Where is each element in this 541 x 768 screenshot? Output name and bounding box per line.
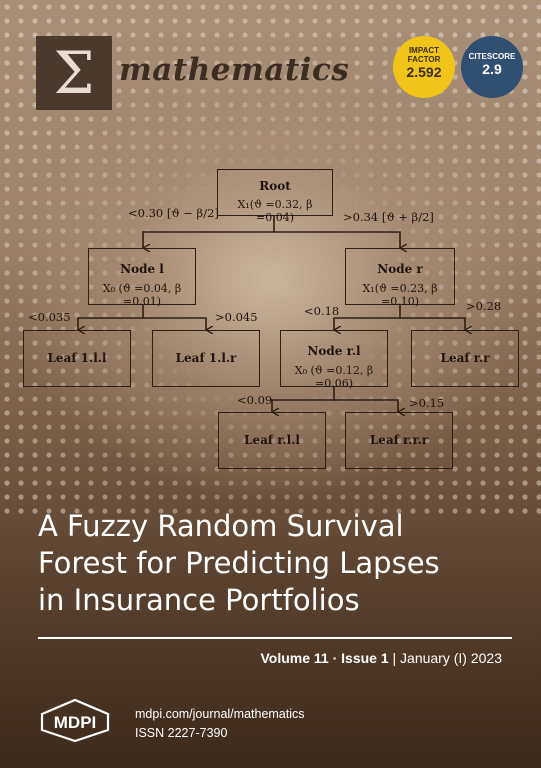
leaf-label: Leaf 1.l.l [47,351,107,365]
node-name: Root [259,179,291,193]
edge-label-r-right: >0.28 [466,299,502,313]
leaf-label: Leaf r.r.r [369,433,429,447]
issue-info: Volume 11 · Issue 1 | January (I) 2023 [260,650,502,666]
issn: ISSN 2227-7390 [135,726,228,740]
title-divider [38,637,512,639]
issue-separator: · [328,650,342,666]
impact-factor-label: IMPACT [408,46,440,55]
node-name: Node r.l [307,344,361,358]
tree-leaf-1ll: Leaf 1.l.l [23,330,131,387]
journal-url[interactable]: mdpi.com/journal/mathematics [135,707,305,721]
edge-label-root-right: >0.34 [ϑ + β/2] [343,210,434,224]
citescore-badge: CITESCORE 2.9 [461,36,523,98]
node-params: X₀ (ϑ =0.04, β =0.01) [102,282,182,308]
journal-logo: Σ [36,36,112,110]
tree-connectors [0,216,541,520]
edge-label-l-left: <0.035 [28,310,71,324]
sigma-icon: Σ [53,39,95,107]
leaf-label: Leaf 1.l.r [175,351,237,365]
publisher-name: MDPI [53,713,97,732]
edge-label-root-left: <0.30 [ϑ − β/2] [128,206,219,220]
journal-name: mathematics [119,52,350,88]
impact-factor-value: 2.592 [406,64,442,80]
title-line: A Fuzzy Random Survival [38,509,404,543]
tree-leaf-rll: Leaf r.l.l [218,412,326,469]
node-name: Node l [120,262,164,276]
node-name: Node r [377,262,423,276]
edge-label-l-right: >0.045 [215,310,258,324]
edge-label-r-left: <0.18 [304,304,340,318]
node-params: X₀ (ϑ =0.12, β =0.06) [294,364,374,390]
volume: Volume 11 [260,650,329,666]
tree-leaf-1lr: Leaf 1.l.r [152,330,260,387]
citescore-label: CITESCORE [468,52,516,61]
node-params: X₁(ϑ =0.32, β =0.04) [237,198,313,224]
impact-factor-label: FACTOR [407,55,441,64]
tree-leaf-rrr: Leaf r.r.r [345,412,453,469]
issue-date: | January (I) 2023 [388,650,503,666]
mdpi-logo-icon [40,698,110,742]
edge-label-rl-right: >0.15 [409,396,445,410]
node-params: X₁(ϑ =0.23, β =0.10) [362,282,438,308]
tree-node-l: Node l X₀ (ϑ =0.04, β =0.01) [88,248,196,308]
title-line: Forest for Predicting Lapses [38,546,440,580]
tree-node-rl: Node r.l X₀ (ϑ =0.12, β =0.06) [280,330,388,390]
leaf-label: Leaf r.l.l [244,433,300,447]
issue-number: Issue 1 [341,650,389,666]
tree-node-root: Root X₁(ϑ =0.32, β =0.04) [217,169,333,224]
article-title: A Fuzzy Random Survival Forest for Predi… [38,508,518,619]
impact-factor-badge: IMPACT FACTOR 2.592 [393,36,455,98]
tree-leaf-rr: Leaf r.r [411,330,519,387]
tree-node-r: Node r X₁(ϑ =0.23, β =0.10) [345,248,455,308]
title-line: in Insurance Portfolios [38,583,360,617]
citescore-value: 2.9 [482,61,502,77]
leaf-label: Leaf r.r [440,351,490,365]
edge-label-rl-left: <0.09 [237,393,273,407]
